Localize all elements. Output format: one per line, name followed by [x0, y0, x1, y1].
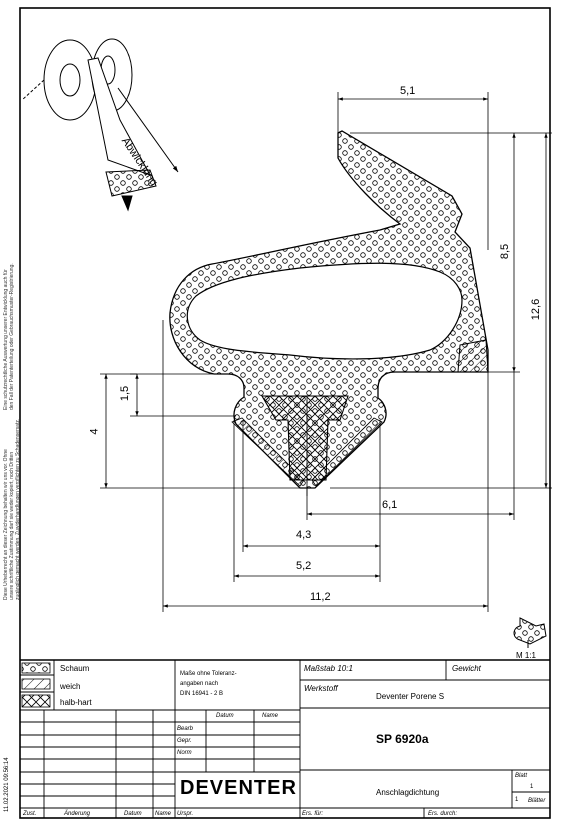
datum-header: Datum — [216, 713, 234, 719]
legend-semi-hard: halb-hart — [60, 698, 92, 707]
inset-sketch — [21, 38, 179, 212]
legend-foam: Schaum — [60, 664, 90, 673]
legend-swatches — [21, 662, 51, 708]
datum-footer: Datum — [124, 811, 142, 817]
scale-1-1-label: M 1:1 — [516, 651, 537, 660]
sheet-border — [19, 7, 551, 819]
dimension-lines — [100, 92, 552, 612]
semi-hard-region — [457, 339, 489, 373]
blatt-label: Blatt — [515, 773, 528, 779]
title-block-grid — [20, 659, 550, 818]
hinge-arm-right — [311, 417, 383, 487]
dim-5-1: 5,1 — [400, 85, 416, 97]
dim-11-2: 11,2 — [310, 591, 331, 603]
weight-label: Gewicht — [452, 664, 481, 673]
bearb-label: Bearb — [177, 726, 194, 732]
material-value: Deventer Porene S — [376, 692, 445, 701]
dim-6-1: 6,1 — [382, 499, 398, 511]
norm-label: Norm — [177, 750, 192, 756]
tolerance-line-2: angaben nach — [180, 681, 219, 687]
hinge-arm — [231, 417, 305, 487]
notice-line-3: zugänglich gemacht werden. Zuwiderhandlu… — [15, 418, 21, 600]
company-logo: DEVENTER — [180, 777, 297, 799]
blaetter-label: Blätter — [528, 798, 546, 804]
dim-4: 4 — [88, 428, 101, 435]
patent-notice: Eine schutzrechtliche Auswertung unserer… — [3, 230, 15, 410]
ers-durch-label: Ers. durch: — [428, 811, 458, 817]
scale-profile-icon — [513, 617, 547, 648]
aenderung-label: Änderung — [64, 811, 91, 817]
name-header: Name — [262, 713, 279, 719]
scale-label: Maßstab 10:1 — [304, 664, 353, 673]
dim-1-5: 1,5 — [119, 385, 132, 402]
seal-profile — [169, 130, 489, 489]
blatt-value: 1 — [530, 784, 534, 790]
part-number: SP 6920a — [376, 732, 429, 746]
zust-label: Zust. — [23, 811, 37, 817]
tolerance-line-1: Maße ohne Toleranz- — [180, 671, 237, 677]
inner-cavity — [186, 262, 463, 360]
print-date: 11.02.2021 09:56:14 — [4, 757, 10, 812]
ers-fuer-label: Ers. für: — [302, 811, 324, 817]
material-label: Werkstoff — [304, 684, 338, 693]
gepr-label: Gepr. — [177, 738, 192, 744]
part-name: Anschlagdichtung — [376, 788, 440, 797]
urspr-label: Urspr. — [177, 811, 194, 817]
notice-line-5: den Fall der Patenterteilung oder Gebrau… — [9, 263, 15, 410]
hard-core — [261, 395, 349, 481]
dim-5-2: 5,2 — [296, 560, 312, 572]
tolerance-line-3: DIN 16941 - 2 B — [180, 691, 224, 697]
dim-12-6: 12,6 — [530, 298, 543, 321]
legend-soft: weich — [60, 682, 81, 691]
name-footer: Name — [155, 811, 172, 817]
dim-4-3: 4,3 — [296, 529, 312, 541]
blaetter-count: 1 — [515, 797, 519, 803]
dim-8-5: 8,5 — [499, 243, 512, 260]
